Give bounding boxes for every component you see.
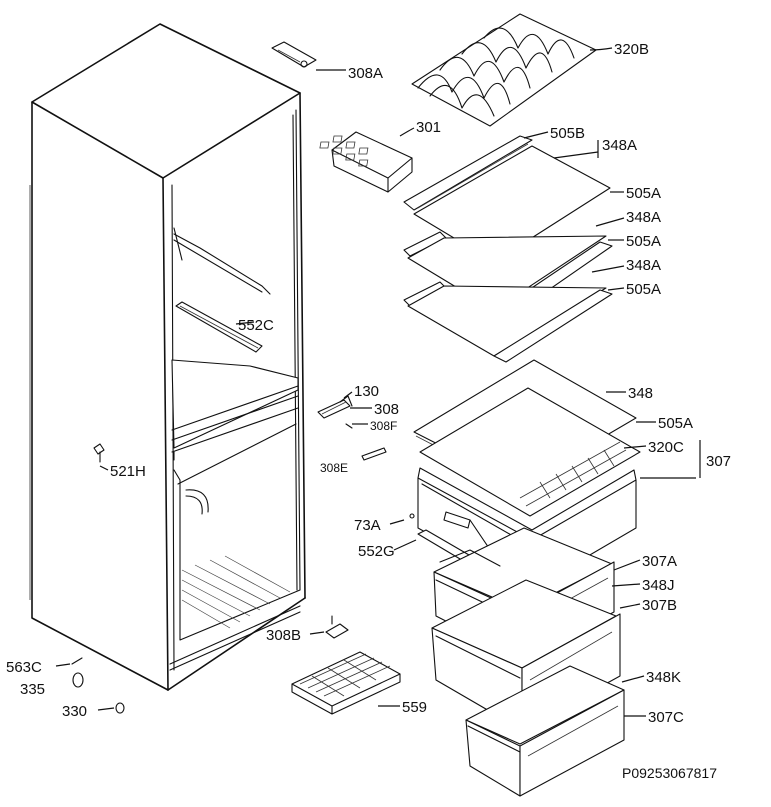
label-308A: 308A [348, 65, 383, 82]
small-parts-130-308 [317, 395, 387, 461]
label-308B: 308B [266, 627, 301, 644]
label-307A: 307A [642, 553, 677, 570]
label-521H: 521H [110, 463, 146, 480]
label-307C: 307C [648, 709, 684, 726]
label-308F: 308F [370, 419, 397, 433]
label-505B: 505B [550, 125, 585, 142]
label-552C: 552C [238, 317, 274, 334]
label-335: 335 [20, 681, 45, 698]
leader-lines [55, 47, 701, 717]
label-307B: 307B [642, 597, 677, 614]
label-348: 348 [628, 385, 653, 402]
label-552G: 552G [358, 543, 395, 560]
grille-559 [291, 651, 401, 715]
label-348A-3: 348A [626, 257, 661, 274]
label-505A-4: 505A [658, 415, 693, 432]
label-505A-3: 505A [626, 281, 661, 298]
label-130: 130 [354, 383, 379, 400]
hinge-part-308A [271, 41, 317, 68]
label-307: 307 [706, 453, 731, 470]
label-348K: 348K [646, 669, 681, 686]
label-505A-2: 505A [626, 233, 661, 250]
label-301: 301 [416, 119, 441, 136]
label-563C: 563C [6, 659, 42, 676]
hinge-308B [325, 615, 349, 639]
fridge-cabinet [29, 23, 306, 691]
part-number-labels: 308A 320B 301 505B 348A 505A 348A 505A 3… [6, 41, 731, 726]
label-73A: 73A [354, 517, 381, 534]
label-505A-1: 505A [626, 185, 661, 202]
label-348J: 348J [642, 577, 675, 594]
label-308: 308 [374, 401, 399, 418]
label-330: 330 [62, 703, 87, 720]
label-348A-top: 348A [602, 137, 637, 154]
wine-rack-320B [411, 13, 597, 127]
reference-code: P09253067817 [622, 765, 717, 781]
label-348A-2: 348A [626, 209, 661, 226]
label-320B: 320B [614, 41, 649, 58]
label-559: 559 [402, 699, 427, 716]
feet-parts [71, 657, 125, 714]
label-320C: 320C [648, 439, 684, 456]
label-308E: 308E [320, 461, 348, 475]
ice-tray-301 [319, 131, 413, 193]
drawer-assembly [409, 387, 641, 797]
